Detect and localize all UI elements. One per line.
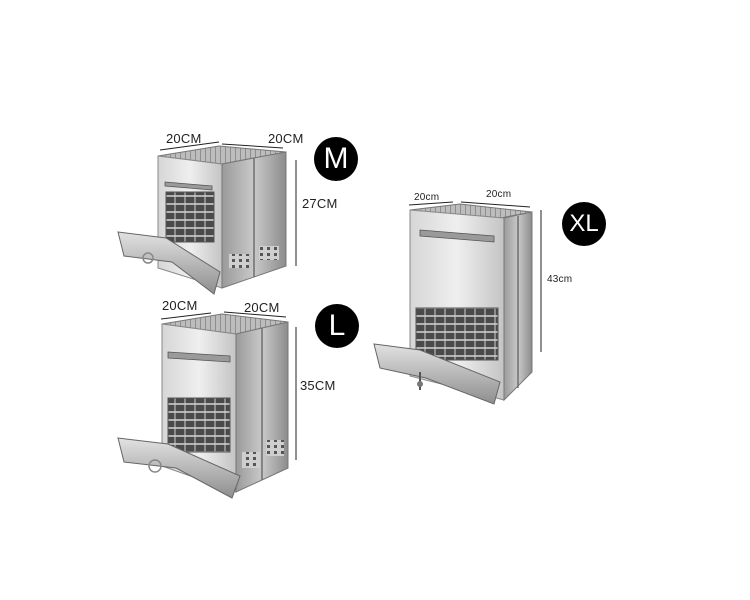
grill-l-image (117, 313, 289, 499)
grill-m-dimension-lines (159, 141, 297, 266)
l-width-label: 20CM (162, 298, 198, 313)
grill-xl-image (373, 203, 533, 405)
xl-height-label: 43cm (547, 274, 573, 285)
grill-xl-dimension-lines (408, 201, 542, 352)
m-height-label: 27CM (302, 196, 338, 211)
l-depth-label: 20CM (244, 300, 280, 315)
l-size-badge: L (315, 304, 359, 348)
l-height-label: 35CM (300, 378, 336, 393)
xl-size-badge: XL (562, 202, 606, 246)
m-size-badge: M (314, 137, 358, 181)
m-depth-label: 20CM (268, 131, 304, 146)
xl-width-label: 20cm (414, 192, 440, 203)
m-width-label: 20CM (166, 131, 202, 146)
grill-m-image (117, 145, 287, 295)
xl-depth-label: 20cm (486, 189, 512, 200)
grill-l-dimension-lines (160, 311, 297, 460)
